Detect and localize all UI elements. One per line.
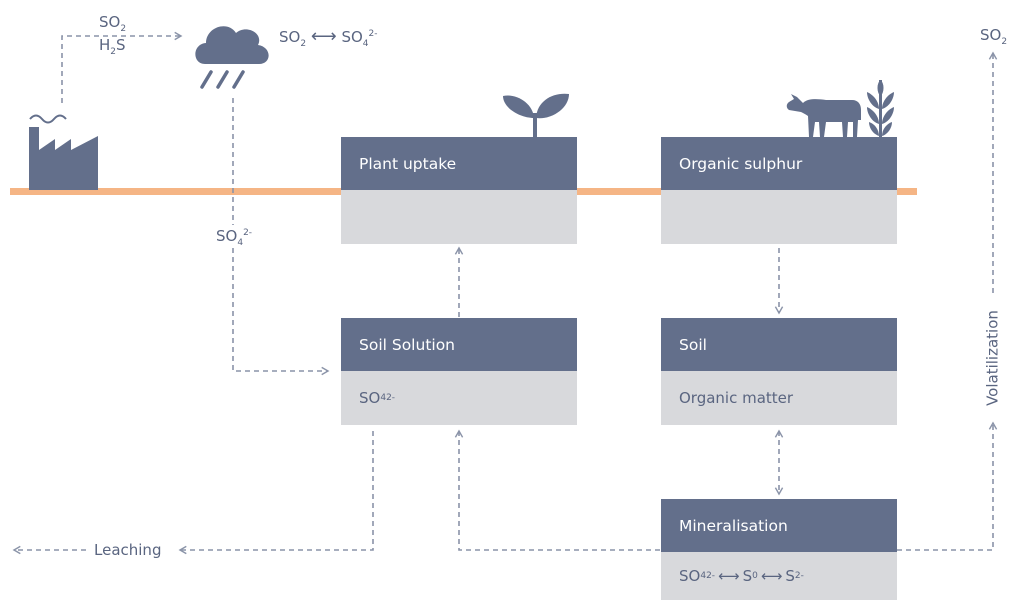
soil-body: Organic matter bbox=[661, 371, 897, 425]
soil-box: Soil Organic matter bbox=[661, 318, 897, 425]
plant-uptake-box: Plant uptake bbox=[341, 137, 577, 244]
wheat-icon bbox=[867, 80, 894, 138]
plant-uptake-body bbox=[341, 190, 577, 244]
soil-solution-title: Soil Solution bbox=[341, 318, 577, 371]
leaching-arrow bbox=[178, 431, 374, 555]
volatilization-arrow-lower bbox=[897, 421, 998, 551]
mineralisation-title: Mineralisation bbox=[661, 499, 897, 552]
mineralisation-return-arrow bbox=[454, 429, 660, 551]
soil-title: Soil bbox=[661, 318, 897, 371]
rain-cloud-icon bbox=[195, 26, 269, 89]
organic-sulphur-body bbox=[661, 190, 897, 244]
emission-arrow bbox=[61, 31, 183, 103]
deposition-arrow-lower bbox=[232, 248, 330, 376]
volatilization-so2-label: SO2 bbox=[980, 26, 1008, 47]
deposition-label: SO42- bbox=[216, 227, 253, 248]
emission-h2s-label: H2S bbox=[99, 36, 126, 57]
plant-uptake-title: Plant uptake bbox=[341, 137, 577, 190]
cow-icon bbox=[786, 94, 861, 137]
leaching-label: Leaching bbox=[94, 541, 162, 559]
atmosphere-conversion-label: SO2 ⟷ SO42- bbox=[279, 26, 378, 49]
factory-icon bbox=[29, 114, 98, 190]
organic-sulphur-title: Organic sulphur bbox=[661, 137, 897, 190]
volatilization-label: Volatilization bbox=[983, 310, 1002, 406]
emission-so2-label: SO2 bbox=[99, 13, 127, 34]
organic-sulphur-box: Organic sulphur bbox=[661, 137, 897, 244]
plant-sprout-icon bbox=[503, 93, 569, 138]
